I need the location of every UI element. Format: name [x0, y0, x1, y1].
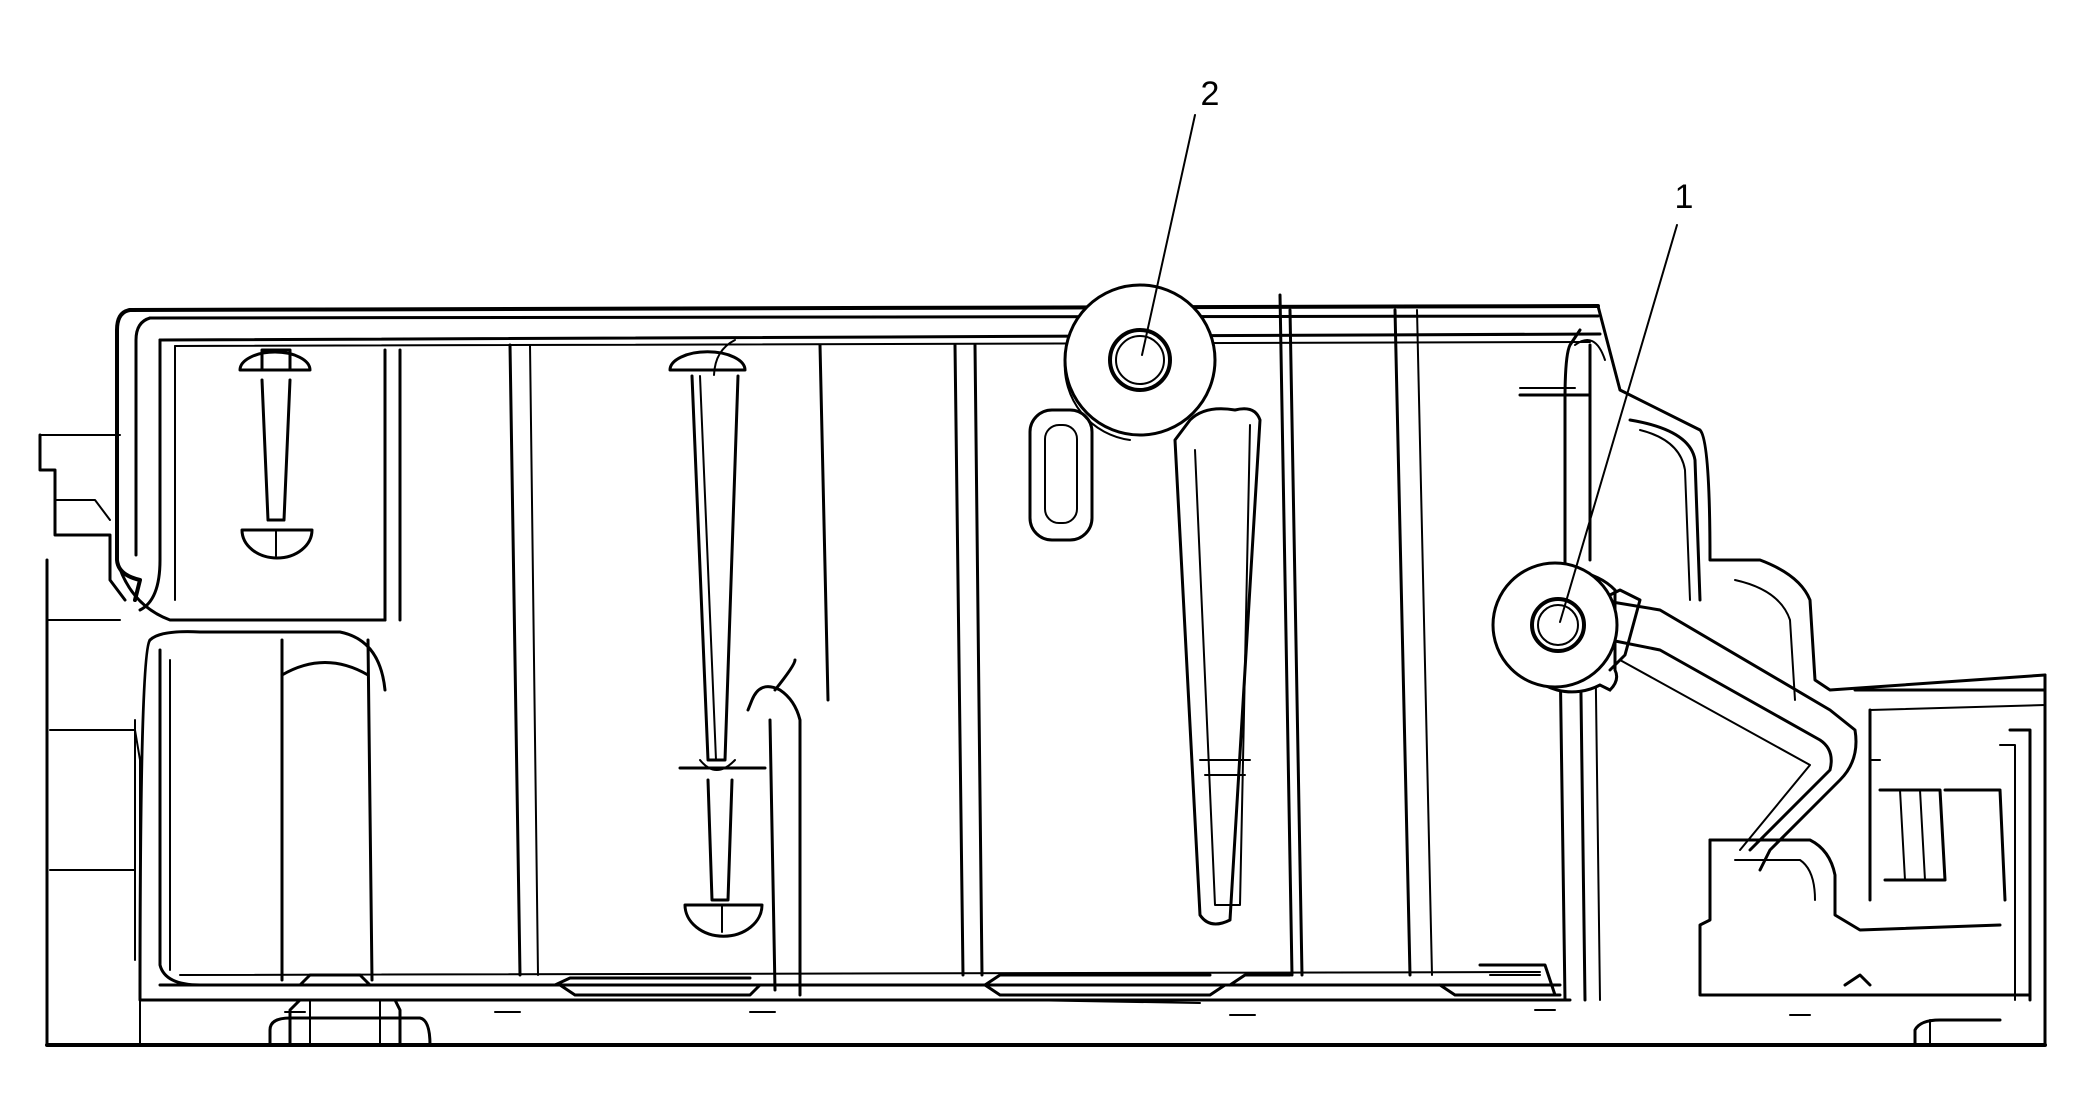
boss-1 [1491, 561, 1642, 694]
callout-2-label: 2 [1201, 75, 1220, 113]
pan-body [134, 630, 1572, 1002]
slot-opening [1028, 408, 1094, 542]
right-bracket [1558, 598, 2032, 1002]
left-rib-clip [238, 348, 374, 982]
boss-2 [1063, 283, 1217, 441]
callout-2: 2 [1141, 75, 1220, 356]
center-rib-clip [668, 339, 802, 997]
bottom-rail [158, 963, 2002, 1047]
tapered-rib [1173, 407, 1262, 926]
pan-top-rail [115, 304, 1602, 622]
right-flange [1518, 304, 2047, 1002]
pan-ribs [508, 293, 1433, 977]
callout-1: 1 [1559, 178, 1694, 623]
left-end-flange [38, 433, 141, 1046]
callout-1-label: 1 [1675, 178, 1694, 216]
